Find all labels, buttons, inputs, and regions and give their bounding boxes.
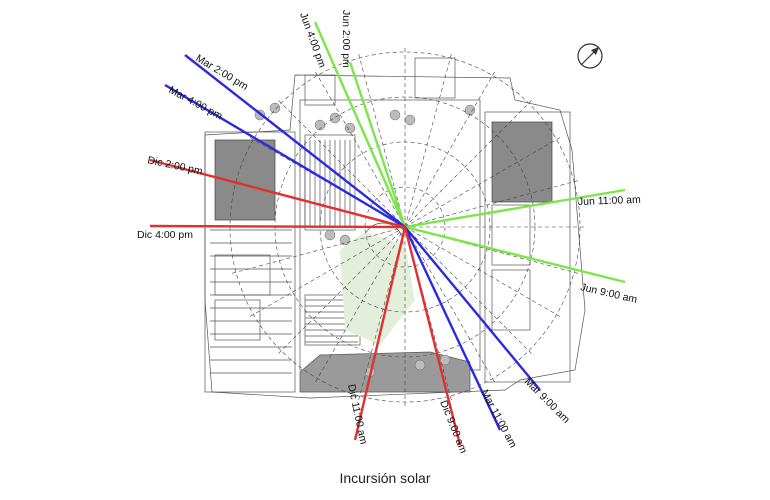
sun-ray-label-dic-4-00-pm: Dic 4:00 pm xyxy=(137,229,193,241)
floor-plan xyxy=(204,57,586,399)
azimuth-line xyxy=(358,53,406,228)
sun-ray-mar-9-00-am xyxy=(404,226,541,391)
room-block xyxy=(491,269,531,331)
azimuth-line xyxy=(231,226,406,274)
azimuth-line xyxy=(314,70,406,228)
azimuth-line xyxy=(404,180,579,228)
room-block xyxy=(414,57,456,99)
room-block xyxy=(491,204,531,266)
azimuth-line xyxy=(404,226,496,384)
sun-ray-jun-11-00-am xyxy=(404,188,626,229)
sun-ray-dic-9-00-am xyxy=(403,226,462,446)
room-block xyxy=(304,74,336,106)
bottom-plaza xyxy=(299,351,471,393)
room-block xyxy=(214,254,271,296)
azimuth-line xyxy=(277,99,406,228)
tree-icon xyxy=(269,102,281,114)
tree-icon xyxy=(344,122,356,134)
azimuth-line xyxy=(314,226,406,384)
azimuth-line xyxy=(404,70,496,228)
green-area xyxy=(340,232,415,345)
right-hatched-block xyxy=(491,121,553,203)
sun-ray-mar-11-00-am xyxy=(403,226,502,431)
left-hatched-block xyxy=(214,139,276,221)
tree-icon xyxy=(329,112,341,124)
building-outline xyxy=(204,74,586,399)
figure-caption: Incursión solar xyxy=(339,470,431,486)
sun-ray-label-jun-2-00-pm: Jun 2:00 pm xyxy=(340,10,352,68)
room-block xyxy=(214,299,261,341)
sun-ray-label-mar-9-00-am: Mar 9:00 am xyxy=(522,376,572,426)
sun-ray-dic-2-00-pm xyxy=(149,158,406,229)
sun-ray-label-mar-11-00-am: Mar 11:00 am xyxy=(478,388,519,450)
azimuth-line xyxy=(248,226,406,318)
tree-icon xyxy=(414,359,426,371)
azimuth-line xyxy=(404,136,562,228)
sun-path-grid xyxy=(225,47,585,407)
sun-ray-jun-9-00-am xyxy=(404,225,626,284)
north-arrow-icon xyxy=(577,43,603,69)
azimuth-line xyxy=(404,226,562,318)
tree-icon xyxy=(439,354,451,366)
sun-ray-mar-2-00-pm xyxy=(184,54,406,228)
left-wing xyxy=(204,131,296,393)
azimuth-line xyxy=(404,226,533,355)
sun-ray-label-mar-4-00-pm: Mar 4:00 pm xyxy=(167,84,225,122)
sun-ray-jun-4-00-pm xyxy=(313,21,407,228)
tree-icon xyxy=(389,109,401,121)
azimuth-line xyxy=(277,226,406,355)
azimuth-line xyxy=(404,53,452,228)
sun-ray-label-jun-9-00-am: Jun 9:00 am xyxy=(579,281,638,306)
tree-icon xyxy=(314,119,326,131)
sun-ray-label-jun-11-00-am: Jun 11:00 am xyxy=(578,194,641,208)
altitude-ring xyxy=(364,186,446,268)
sun-ray-jun-2-00-pm xyxy=(348,61,407,228)
tree-icon xyxy=(324,229,336,241)
sun-ray-label-dic-2-00-pm: Dic 2:00 pm xyxy=(146,154,204,177)
sun-ray-label-dic-9-00-am: Dic 9:00 am xyxy=(437,399,469,456)
sun-ray-dic-11-00-am xyxy=(353,226,407,441)
sun-ray-label-mar-2-00-pm: Mar 2:00 pm xyxy=(193,52,250,93)
sun-ray-mar-4-00-pm xyxy=(164,83,406,229)
tree-icon xyxy=(339,234,351,246)
tree-icon xyxy=(464,104,476,116)
sun-ray-dic-4-00-pm xyxy=(149,224,406,229)
azimuth-line xyxy=(404,99,533,228)
tree-icon xyxy=(404,114,416,126)
